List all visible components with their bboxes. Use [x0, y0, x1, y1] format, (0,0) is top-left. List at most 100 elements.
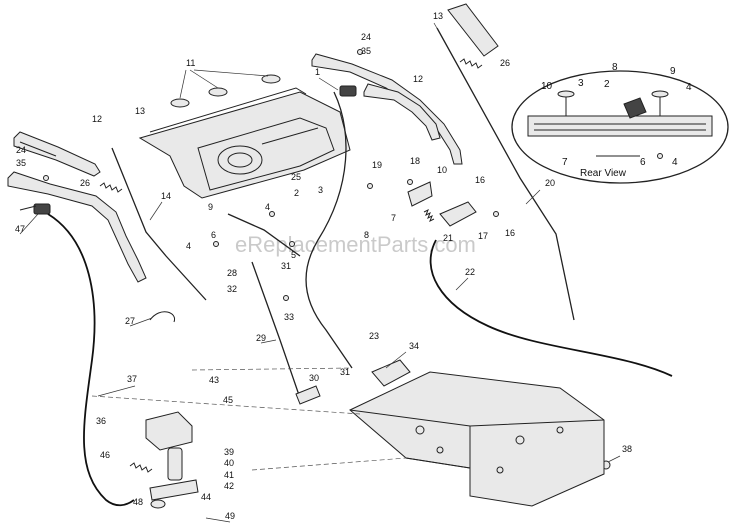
bracket-36: [145, 411, 199, 501]
callout-31: 31: [340, 367, 350, 377]
rod-29: [251, 261, 301, 399]
callout-9: 9: [208, 202, 213, 212]
callout-26: 26: [500, 58, 510, 68]
dash-line-1: [91, 395, 361, 415]
callout-44: 44: [201, 492, 211, 502]
callout-16: 16: [505, 228, 515, 238]
spring-26-lower: [99, 182, 123, 193]
callout-32: 32: [227, 284, 237, 294]
callout-7: 7: [562, 157, 568, 168]
callout-4: 4: [686, 82, 692, 93]
lever-30: [295, 385, 321, 405]
left-handle-lower: [7, 171, 147, 283]
left-handle-upper: [13, 131, 101, 177]
hoop-27: [149, 311, 176, 323]
callout-4: 4: [186, 241, 191, 251]
callout-31: 31: [281, 261, 291, 271]
rod-13-20: [436, 27, 575, 321]
washer-48: [150, 499, 166, 509]
callout-37: 37: [127, 374, 137, 384]
spring-26-upper: [459, 58, 483, 69]
callout-36: 36: [96, 416, 106, 426]
callout-34: 34: [409, 341, 419, 351]
bracket-16-17: [439, 201, 477, 227]
watermark: eReplacementParts.com: [235, 232, 476, 257]
callout-19: 19: [372, 160, 382, 170]
dash-panel: [138, 87, 351, 199]
callout-38: 38: [622, 444, 632, 454]
rear-view-inset: Rear View: [511, 70, 729, 184]
callout-22: 22: [465, 267, 475, 277]
callout-45: 45: [223, 395, 233, 405]
callout-48: 48: [133, 497, 143, 507]
dash-line-3: [191, 367, 353, 371]
callout-33: 33: [284, 312, 294, 322]
callout-49: 49: [225, 511, 235, 521]
callout-43: 43: [209, 375, 219, 385]
callout-41: 41: [224, 470, 234, 480]
callout-18: 18: [410, 156, 420, 166]
callout-16: 16: [475, 175, 485, 185]
right-handle-lower: [363, 83, 441, 141]
spring-21: [423, 208, 435, 223]
top-handle-grip: [447, 3, 499, 57]
cable-22: [429, 239, 673, 377]
rod-cable-1: [305, 91, 353, 369]
callout-13: 13: [433, 11, 443, 21]
callout-30: 30: [309, 373, 319, 383]
callout-29: 29: [256, 333, 266, 343]
callout-27: 27: [125, 316, 135, 326]
callout-8: 8: [364, 230, 369, 240]
callout-13: 13: [135, 106, 145, 116]
callout-25: 25: [291, 172, 301, 182]
callout-9: 9: [670, 66, 676, 77]
lever-right: [339, 85, 357, 97]
callout-20: 20: [545, 178, 555, 188]
callout-2: 2: [294, 188, 299, 198]
callout-28: 28: [227, 268, 237, 278]
callout-35: 35: [361, 46, 371, 56]
callout-42: 42: [224, 481, 234, 491]
callout-14: 14: [161, 191, 171, 201]
callout-3: 3: [578, 78, 584, 89]
callout-26: 26: [80, 178, 90, 188]
dash-line-2: [251, 457, 407, 471]
callout-46: 46: [100, 450, 110, 460]
rod-9: [227, 213, 301, 257]
callout-6: 6: [640, 157, 646, 168]
callout-11: 11: [186, 58, 195, 68]
callout-6: 6: [211, 230, 216, 240]
cable-47: [47, 213, 135, 507]
callout-2: 2: [604, 79, 610, 90]
callout-5: 5: [291, 250, 296, 260]
callout-8: 8: [612, 62, 618, 73]
right-handle-upper: [311, 53, 463, 165]
callout-12: 12: [413, 74, 423, 84]
callout-24: 24: [16, 145, 26, 155]
callout-10: 10: [437, 165, 447, 175]
callout-4: 4: [265, 202, 270, 212]
callout-1: 1: [315, 67, 320, 77]
callout-4: 4: [672, 157, 678, 168]
leader-lines: [19, 22, 621, 523]
callout-23: 23: [369, 331, 379, 341]
spring-46: [129, 462, 153, 473]
callout-47: 47: [15, 224, 25, 234]
rear-view-title: Rear View: [580, 168, 627, 179]
callout-17: 17: [478, 231, 488, 241]
callout-7: 7: [391, 213, 396, 223]
lever-left: [19, 203, 51, 215]
frame-housing: [349, 371, 605, 507]
callout-10: 10: [541, 81, 553, 92]
callout-40: 40: [224, 458, 234, 468]
callout-21: 21: [443, 233, 453, 243]
callout-35: 35: [16, 158, 26, 168]
callout-3: 3: [318, 185, 323, 195]
callout-39: 39: [224, 447, 234, 457]
bracket-10: [407, 181, 433, 207]
rod-14: [111, 147, 207, 301]
callout-24: 24: [361, 32, 371, 42]
